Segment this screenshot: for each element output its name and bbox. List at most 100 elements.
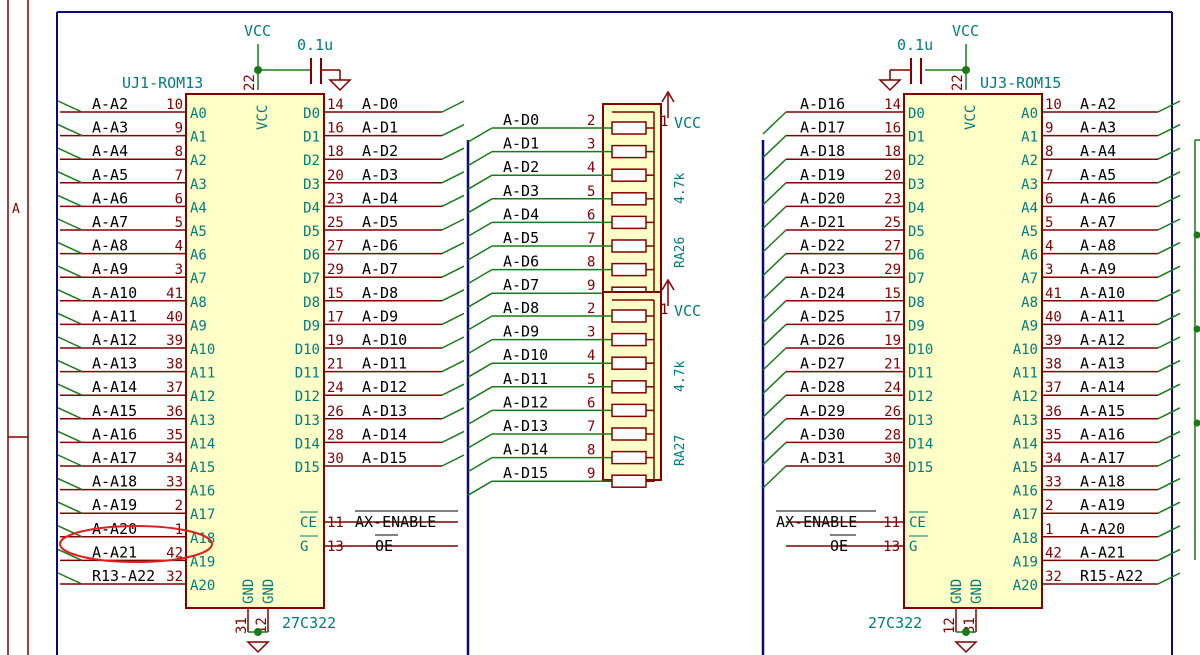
net-label: A-A6 bbox=[1080, 189, 1116, 207]
pin-number: 7 bbox=[175, 168, 183, 184]
pin-number: 20 bbox=[884, 168, 901, 184]
resistor-array-reference: RA27 bbox=[673, 435, 688, 466]
pin-number: 6 bbox=[587, 207, 595, 223]
pin-label: VCC bbox=[963, 105, 979, 130]
net-label: A-A19 bbox=[1080, 496, 1125, 514]
junction-dot bbox=[1193, 419, 1200, 427]
pin-label: D7 bbox=[303, 271, 320, 287]
resistor bbox=[611, 168, 647, 182]
resistor bbox=[611, 192, 647, 206]
pin-number: 22 bbox=[950, 74, 966, 91]
net-label: A-D0 bbox=[362, 95, 398, 113]
bus-entry bbox=[441, 100, 465, 113]
pin-label: A6 bbox=[190, 248, 207, 264]
net-label: A-D3 bbox=[362, 166, 398, 184]
net-label: A-D21 bbox=[800, 213, 845, 231]
pin-number: 42 bbox=[166, 545, 183, 561]
pin-number: 15 bbox=[884, 286, 901, 302]
net-label: A-D4 bbox=[362, 189, 398, 207]
pin-label: A16 bbox=[190, 484, 215, 500]
bus-entry bbox=[1157, 123, 1181, 137]
pin-number: 23 bbox=[884, 191, 901, 207]
pin-number: 19 bbox=[327, 333, 344, 349]
net-label: A-A13 bbox=[1080, 355, 1125, 373]
vcc-arrow bbox=[661, 278, 675, 291]
resistor bbox=[611, 215, 647, 230]
pin-label: A14 bbox=[190, 436, 215, 452]
pin-label: D12 bbox=[295, 389, 320, 405]
bus-entry bbox=[57, 454, 83, 467]
net-label: A-D9 bbox=[503, 323, 539, 341]
bus-entry bbox=[441, 194, 465, 208]
pin-number: 2 bbox=[587, 113, 595, 129]
net-label: A-A8 bbox=[92, 237, 128, 255]
bus-entry bbox=[1157, 147, 1181, 160]
bus-entry bbox=[441, 336, 465, 349]
pin-label: A19 bbox=[190, 554, 215, 570]
bus-entry bbox=[467, 480, 493, 496]
bus-entry bbox=[441, 171, 465, 184]
net-label: A-D27 bbox=[800, 355, 845, 373]
bus-entry bbox=[1157, 241, 1181, 255]
bus-entry bbox=[441, 383, 465, 396]
net-label: A-D10 bbox=[503, 346, 548, 364]
pin-number: 16 bbox=[327, 121, 344, 137]
net-label: A-A4 bbox=[92, 142, 128, 160]
pin-label: D15 bbox=[295, 460, 320, 476]
pin-number: 32 bbox=[166, 569, 183, 585]
right-edge-block bbox=[1193, 139, 1200, 560]
pin-label: A6 bbox=[1021, 248, 1038, 264]
junction-dot bbox=[1193, 325, 1200, 333]
pin-number: 1 bbox=[660, 114, 668, 130]
pin-number: 35 bbox=[166, 427, 183, 443]
bus-entry bbox=[57, 123, 83, 137]
net-label: A-D28 bbox=[800, 378, 845, 396]
pin-label: A18 bbox=[1013, 531, 1038, 547]
bus-entry bbox=[467, 409, 493, 426]
net-label: A-D5 bbox=[503, 229, 539, 247]
bus-entry bbox=[1157, 454, 1181, 467]
pin-label: A12 bbox=[190, 389, 215, 405]
pin-number: 7 bbox=[587, 419, 595, 435]
net-label: A-A5 bbox=[92, 166, 128, 184]
pin-label: GND bbox=[241, 579, 257, 604]
pin-number: 4 bbox=[1045, 239, 1053, 255]
bus-entry bbox=[441, 312, 465, 326]
net-label: A-A7 bbox=[1080, 213, 1116, 231]
pin-number: 6 bbox=[175, 191, 183, 207]
pin-number: 21 bbox=[327, 357, 344, 373]
bus-entry bbox=[762, 465, 787, 489]
pin-number: 9 bbox=[587, 466, 595, 482]
net-label: A-A9 bbox=[1080, 260, 1116, 278]
net-label: OE bbox=[830, 537, 848, 555]
pin-label: A2 bbox=[1021, 153, 1038, 169]
pin-number: 40 bbox=[1045, 309, 1062, 325]
pin-number: 23 bbox=[327, 191, 344, 207]
pin-number: 14 bbox=[884, 97, 901, 113]
pin-number: 8 bbox=[1045, 144, 1053, 160]
pin-number: 29 bbox=[884, 262, 901, 278]
bus-entry bbox=[441, 359, 465, 373]
pin-label: D9 bbox=[303, 318, 320, 334]
pin-label: A8 bbox=[1021, 295, 1038, 311]
u3-power: VCC 0.1u bbox=[878, 22, 979, 92]
bus-entry bbox=[467, 245, 493, 261]
pin-label: VCC bbox=[255, 105, 271, 130]
resistor-array-reference: RA26 bbox=[673, 237, 688, 268]
vcc-arrow bbox=[661, 90, 675, 103]
pin-label: D9 bbox=[908, 318, 925, 334]
bus-entry bbox=[1157, 359, 1181, 373]
pin-label: D6 bbox=[908, 248, 925, 264]
pin-number: 1 bbox=[1045, 522, 1053, 538]
resistor bbox=[611, 332, 647, 347]
u1-chip-body bbox=[185, 93, 325, 609]
net-label: A-D13 bbox=[362, 402, 407, 420]
pin-label: A13 bbox=[190, 413, 215, 429]
pin-label: A10 bbox=[190, 342, 215, 358]
pin-number: 7 bbox=[587, 231, 595, 247]
bus-entry bbox=[1157, 383, 1181, 396]
bus-entry bbox=[57, 194, 83, 208]
net-label: A-D14 bbox=[362, 425, 407, 443]
pin-number: 1 bbox=[660, 302, 668, 318]
